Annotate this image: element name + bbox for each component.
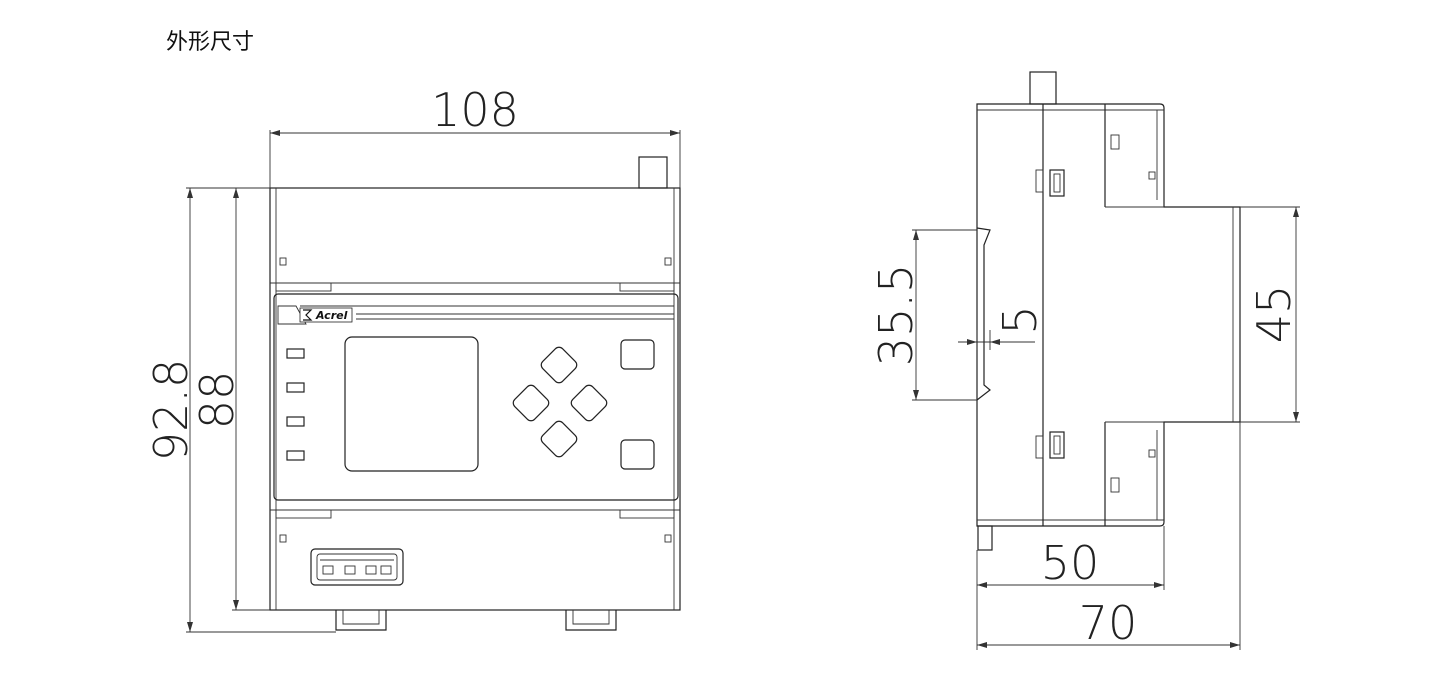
dim-front-depth-label: 45 (1247, 285, 1301, 344)
clip-slot (1049, 169, 1065, 197)
brand-logo: Acrel (299, 307, 353, 323)
dim-inner-height: 88 (190, 188, 270, 611)
dim-rail-span: 35.5 (869, 229, 977, 401)
enter-button (620, 439, 655, 470)
led-indicator (286, 450, 305, 461)
top-stub (638, 156, 668, 189)
usb-port (310, 548, 404, 586)
key-right (570, 384, 608, 422)
side-view: 35.5 5 45 (869, 71, 1301, 650)
dim-width-label: 108 (431, 83, 519, 137)
keypad (512, 346, 608, 458)
led-indicator (286, 348, 305, 359)
din-notch (976, 227, 991, 401)
key-up (540, 346, 578, 384)
dim-body-depth: 50 (976, 526, 1165, 590)
clip-slot (1049, 431, 1065, 459)
lcd-screen (344, 336, 479, 472)
din-clip (335, 610, 387, 631)
front-body-outline (269, 187, 681, 611)
din-clip (565, 610, 617, 631)
front-view: Acrel (144, 83, 681, 633)
dim-outer-height: 92.8 (144, 187, 336, 633)
dim-width: 108 (269, 83, 681, 188)
side-top-stub (1029, 71, 1057, 105)
front-panel (273, 293, 679, 501)
key-left (512, 384, 550, 422)
brand-name: Acrel (315, 309, 348, 322)
key-down (540, 420, 578, 458)
dim-total-depth-label: 70 (1079, 596, 1138, 650)
dim-body-depth-label: 50 (1041, 536, 1100, 590)
dim-outer-height-label: 92.8 (144, 359, 198, 461)
dim-inner-height-label: 88 (190, 371, 244, 430)
led-indicator (286, 416, 305, 427)
dim-front-depth: 45 (1240, 206, 1301, 423)
menu-button (620, 339, 655, 370)
dim-rail-span-label: 35.5 (869, 264, 923, 366)
led-indicator (286, 382, 305, 393)
dim-total-depth: 70 (976, 422, 1241, 650)
dim-rail-lip-label: 5 (993, 305, 1047, 334)
dim-rail-lip: 5 (958, 305, 1047, 350)
side-bottom-stub (977, 525, 993, 551)
page-title: 外形尺寸 (166, 30, 255, 55)
